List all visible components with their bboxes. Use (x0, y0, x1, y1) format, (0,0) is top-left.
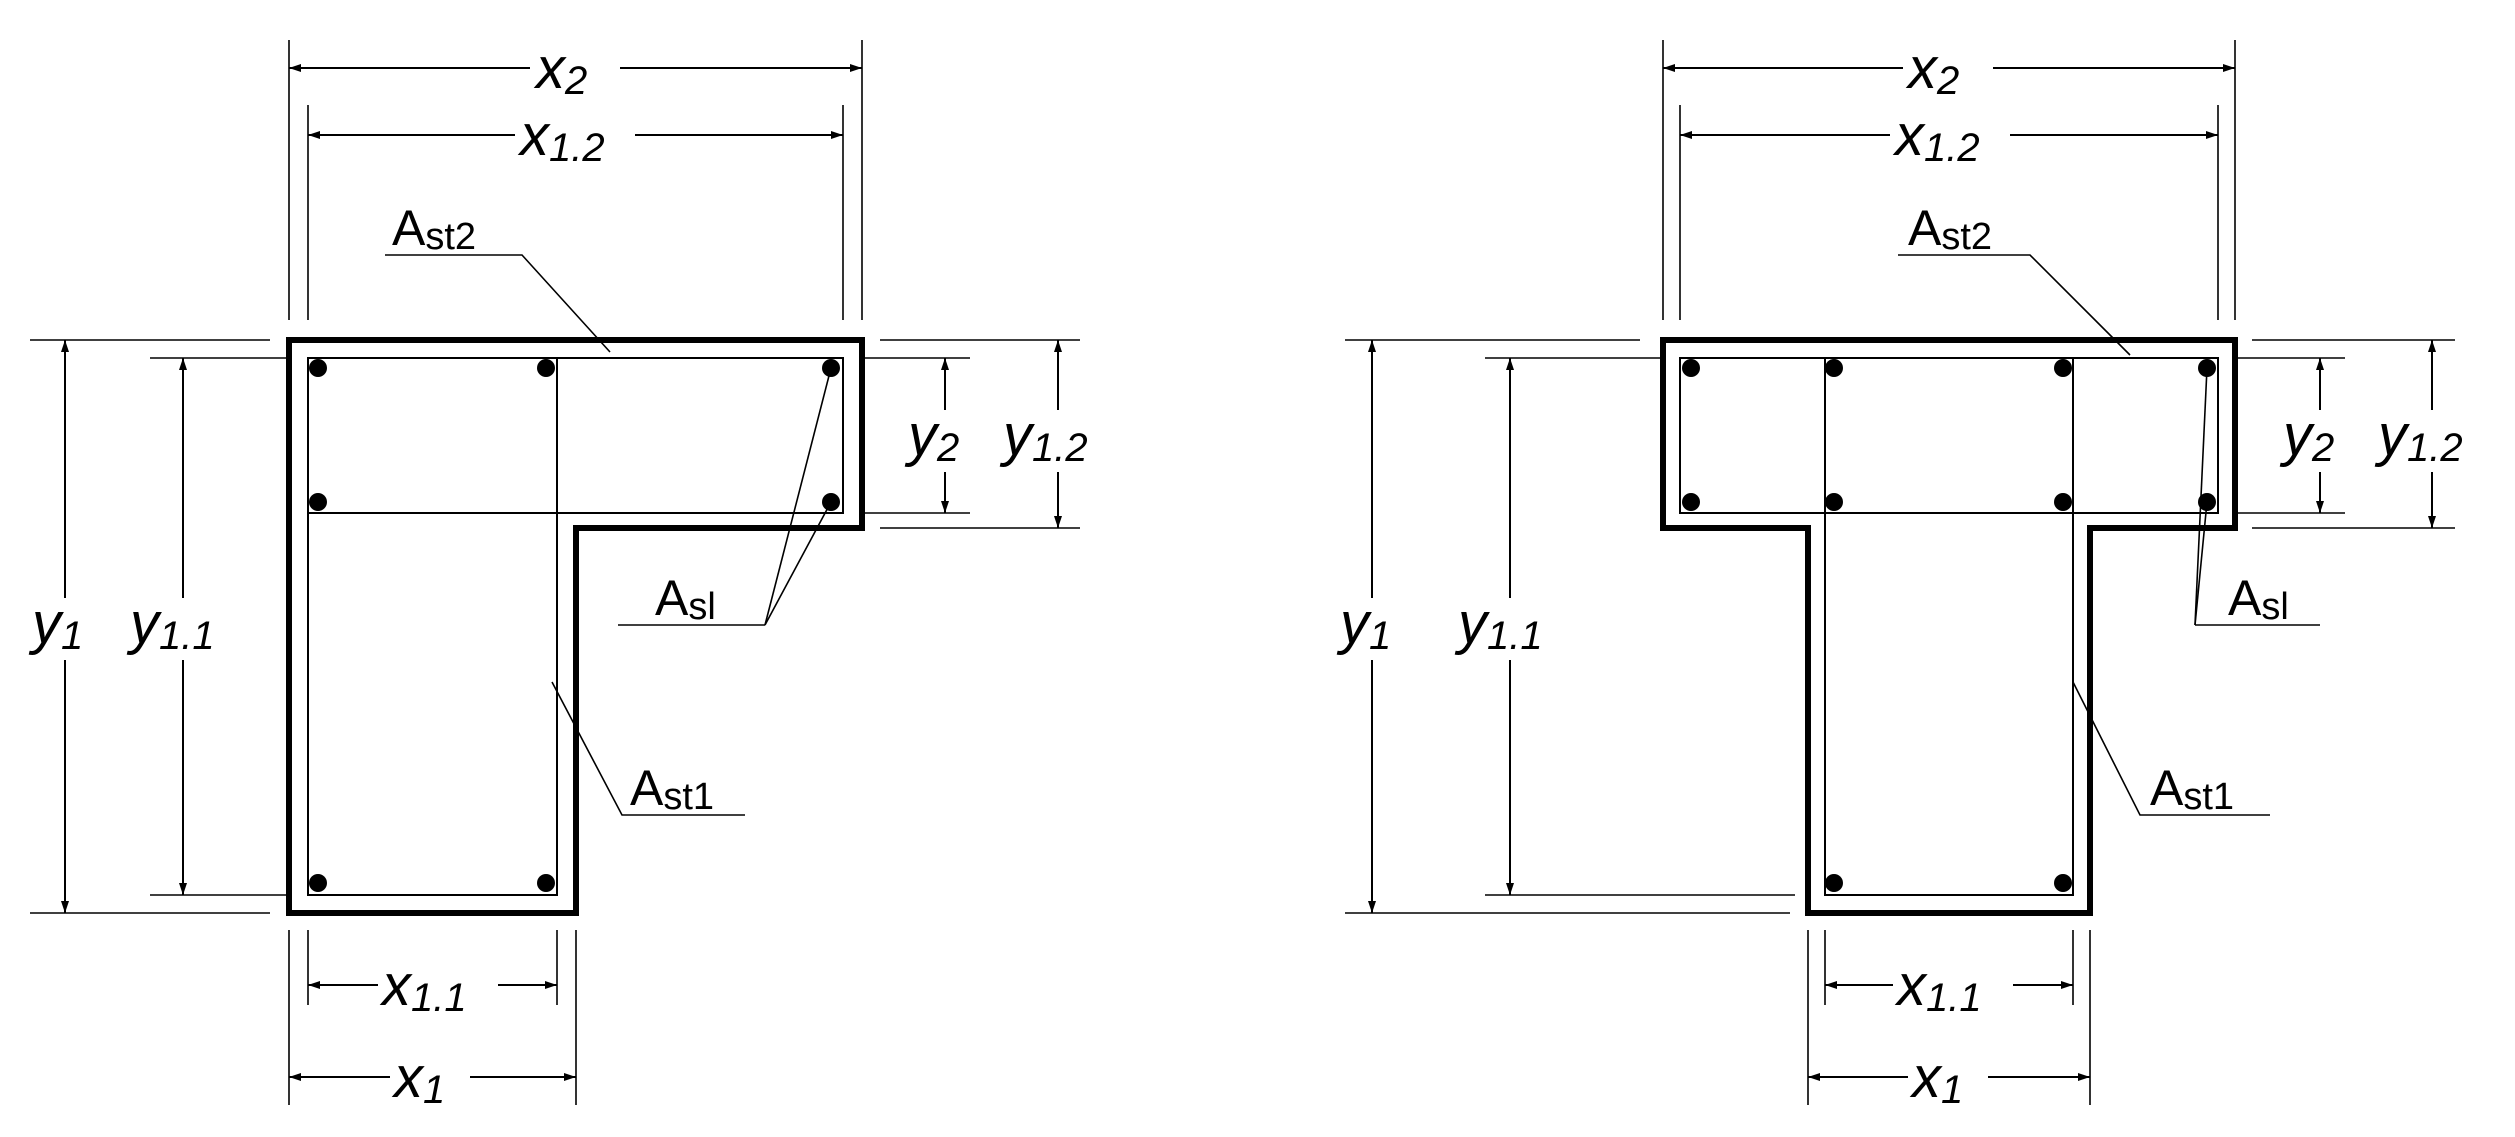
l-label-y1: y1 (28, 591, 83, 658)
l-label-y2: y2 (904, 403, 959, 470)
l-label-x12: x1.2 (517, 103, 605, 170)
t-rebar-2 (1825, 359, 1843, 377)
t-label-x2: x2 (1905, 36, 1959, 103)
l-rebar-1 (309, 359, 327, 377)
t-rebar-10 (2054, 874, 2072, 892)
l-section-figure: x2 x1.2 x1.1 x1 y1 y1.1 y2 y1.2 Ast2 Asl… (28, 36, 1112, 1112)
t-leader-ast1 (2072, 681, 2270, 816)
l-rebar-6 (309, 874, 327, 892)
l-label-ast1: Ast1 (630, 760, 714, 818)
l-section-outline (286, 337, 865, 916)
t-rebar-9 (1825, 874, 1843, 892)
t-web-stirrup (1824, 357, 2074, 896)
t-label-asl: Asl (2228, 570, 2289, 628)
t-label-x1: x1 (1909, 1045, 1963, 1112)
t-rebar-3 (2054, 359, 2072, 377)
l-rebar-7 (537, 874, 555, 892)
l-leader-ast1 (551, 681, 745, 816)
t-section-figure: x2 x1.2 x1.1 x1 y1 y1.1 y2 y1.2 Ast2 Asl… (1336, 36, 2487, 1112)
t-rebar-5 (1682, 493, 1700, 511)
l-flange-stirrup (307, 357, 844, 514)
t-rebar-6 (1825, 493, 1843, 511)
l-rebar-2 (537, 359, 555, 377)
t-flange-stirrup (1679, 357, 2219, 514)
t-rebar-1 (1682, 359, 1700, 377)
t-label-y12: y1.2 (2374, 403, 2463, 470)
l-label-x2: x2 (533, 36, 587, 103)
t-label-y2: y2 (2279, 403, 2334, 470)
l-label-x11: x1.1 (379, 953, 467, 1020)
t-label-ast1: Ast1 (2150, 760, 2234, 818)
l-label-y12: y1.2 (999, 403, 1088, 470)
t-label-x11: x1.1 (1894, 953, 1982, 1020)
l-label-ast2: Ast2 (392, 200, 476, 258)
t-label-ast2: Ast2 (1908, 200, 1992, 258)
l-web-stirrup (307, 357, 558, 896)
t-rebar-7 (2054, 493, 2072, 511)
t-section-outline (1660, 337, 2238, 916)
t-label-y11: y1.1 (1454, 591, 1543, 658)
l-label-y11: y1.1 (126, 591, 215, 658)
l-leader-ast2 (385, 254, 611, 353)
t-label-y1: y1 (1336, 591, 1391, 658)
l-label-x1: x1 (391, 1045, 445, 1112)
t-leader-ast2 (1898, 254, 2131, 356)
l-rebar-4 (309, 493, 327, 511)
t-label-x12: x1.2 (1892, 103, 1980, 170)
l-label-asl: Asl (655, 570, 716, 628)
